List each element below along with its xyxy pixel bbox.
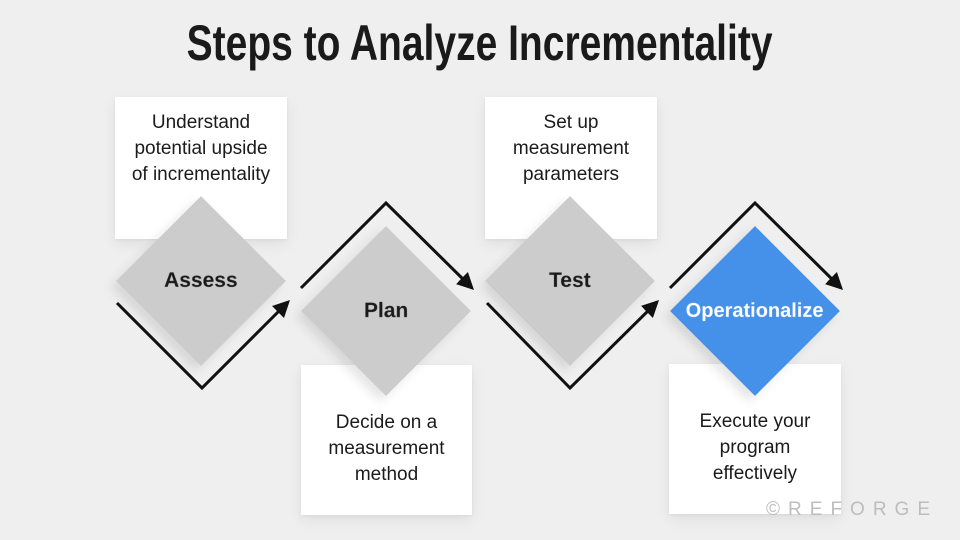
note-line: program bbox=[719, 437, 791, 458]
note-line: Set up bbox=[543, 112, 599, 133]
note-line: parameters bbox=[522, 164, 620, 185]
page-title-text: Steps to Analyze Incrementality bbox=[187, 15, 773, 71]
note-line: of incrementality bbox=[131, 164, 271, 185]
note-card-plan: Decide on a measurement method bbox=[301, 365, 472, 515]
note-line: potential upside bbox=[134, 138, 268, 159]
note-line: effectively bbox=[712, 463, 798, 484]
diamond-label: Plan bbox=[363, 298, 409, 322]
note-line: Understand bbox=[151, 112, 251, 133]
reforge-watermark: ©REFORGE bbox=[766, 499, 938, 520]
note-line: Decide on a bbox=[335, 412, 438, 433]
diamond-label: Test bbox=[549, 269, 591, 292]
page-title: Steps to Analyze Incrementality bbox=[0, 16, 960, 71]
note-line: measurement bbox=[512, 138, 630, 159]
note-line: Execute your bbox=[699, 411, 811, 432]
diamond-label: Operationalize bbox=[686, 299, 824, 322]
note-line: measurement bbox=[328, 438, 445, 459]
note-line: method bbox=[354, 464, 419, 485]
note-card-test: Set up measurement parameters bbox=[485, 97, 657, 239]
diamond-label: Assess bbox=[164, 269, 238, 292]
